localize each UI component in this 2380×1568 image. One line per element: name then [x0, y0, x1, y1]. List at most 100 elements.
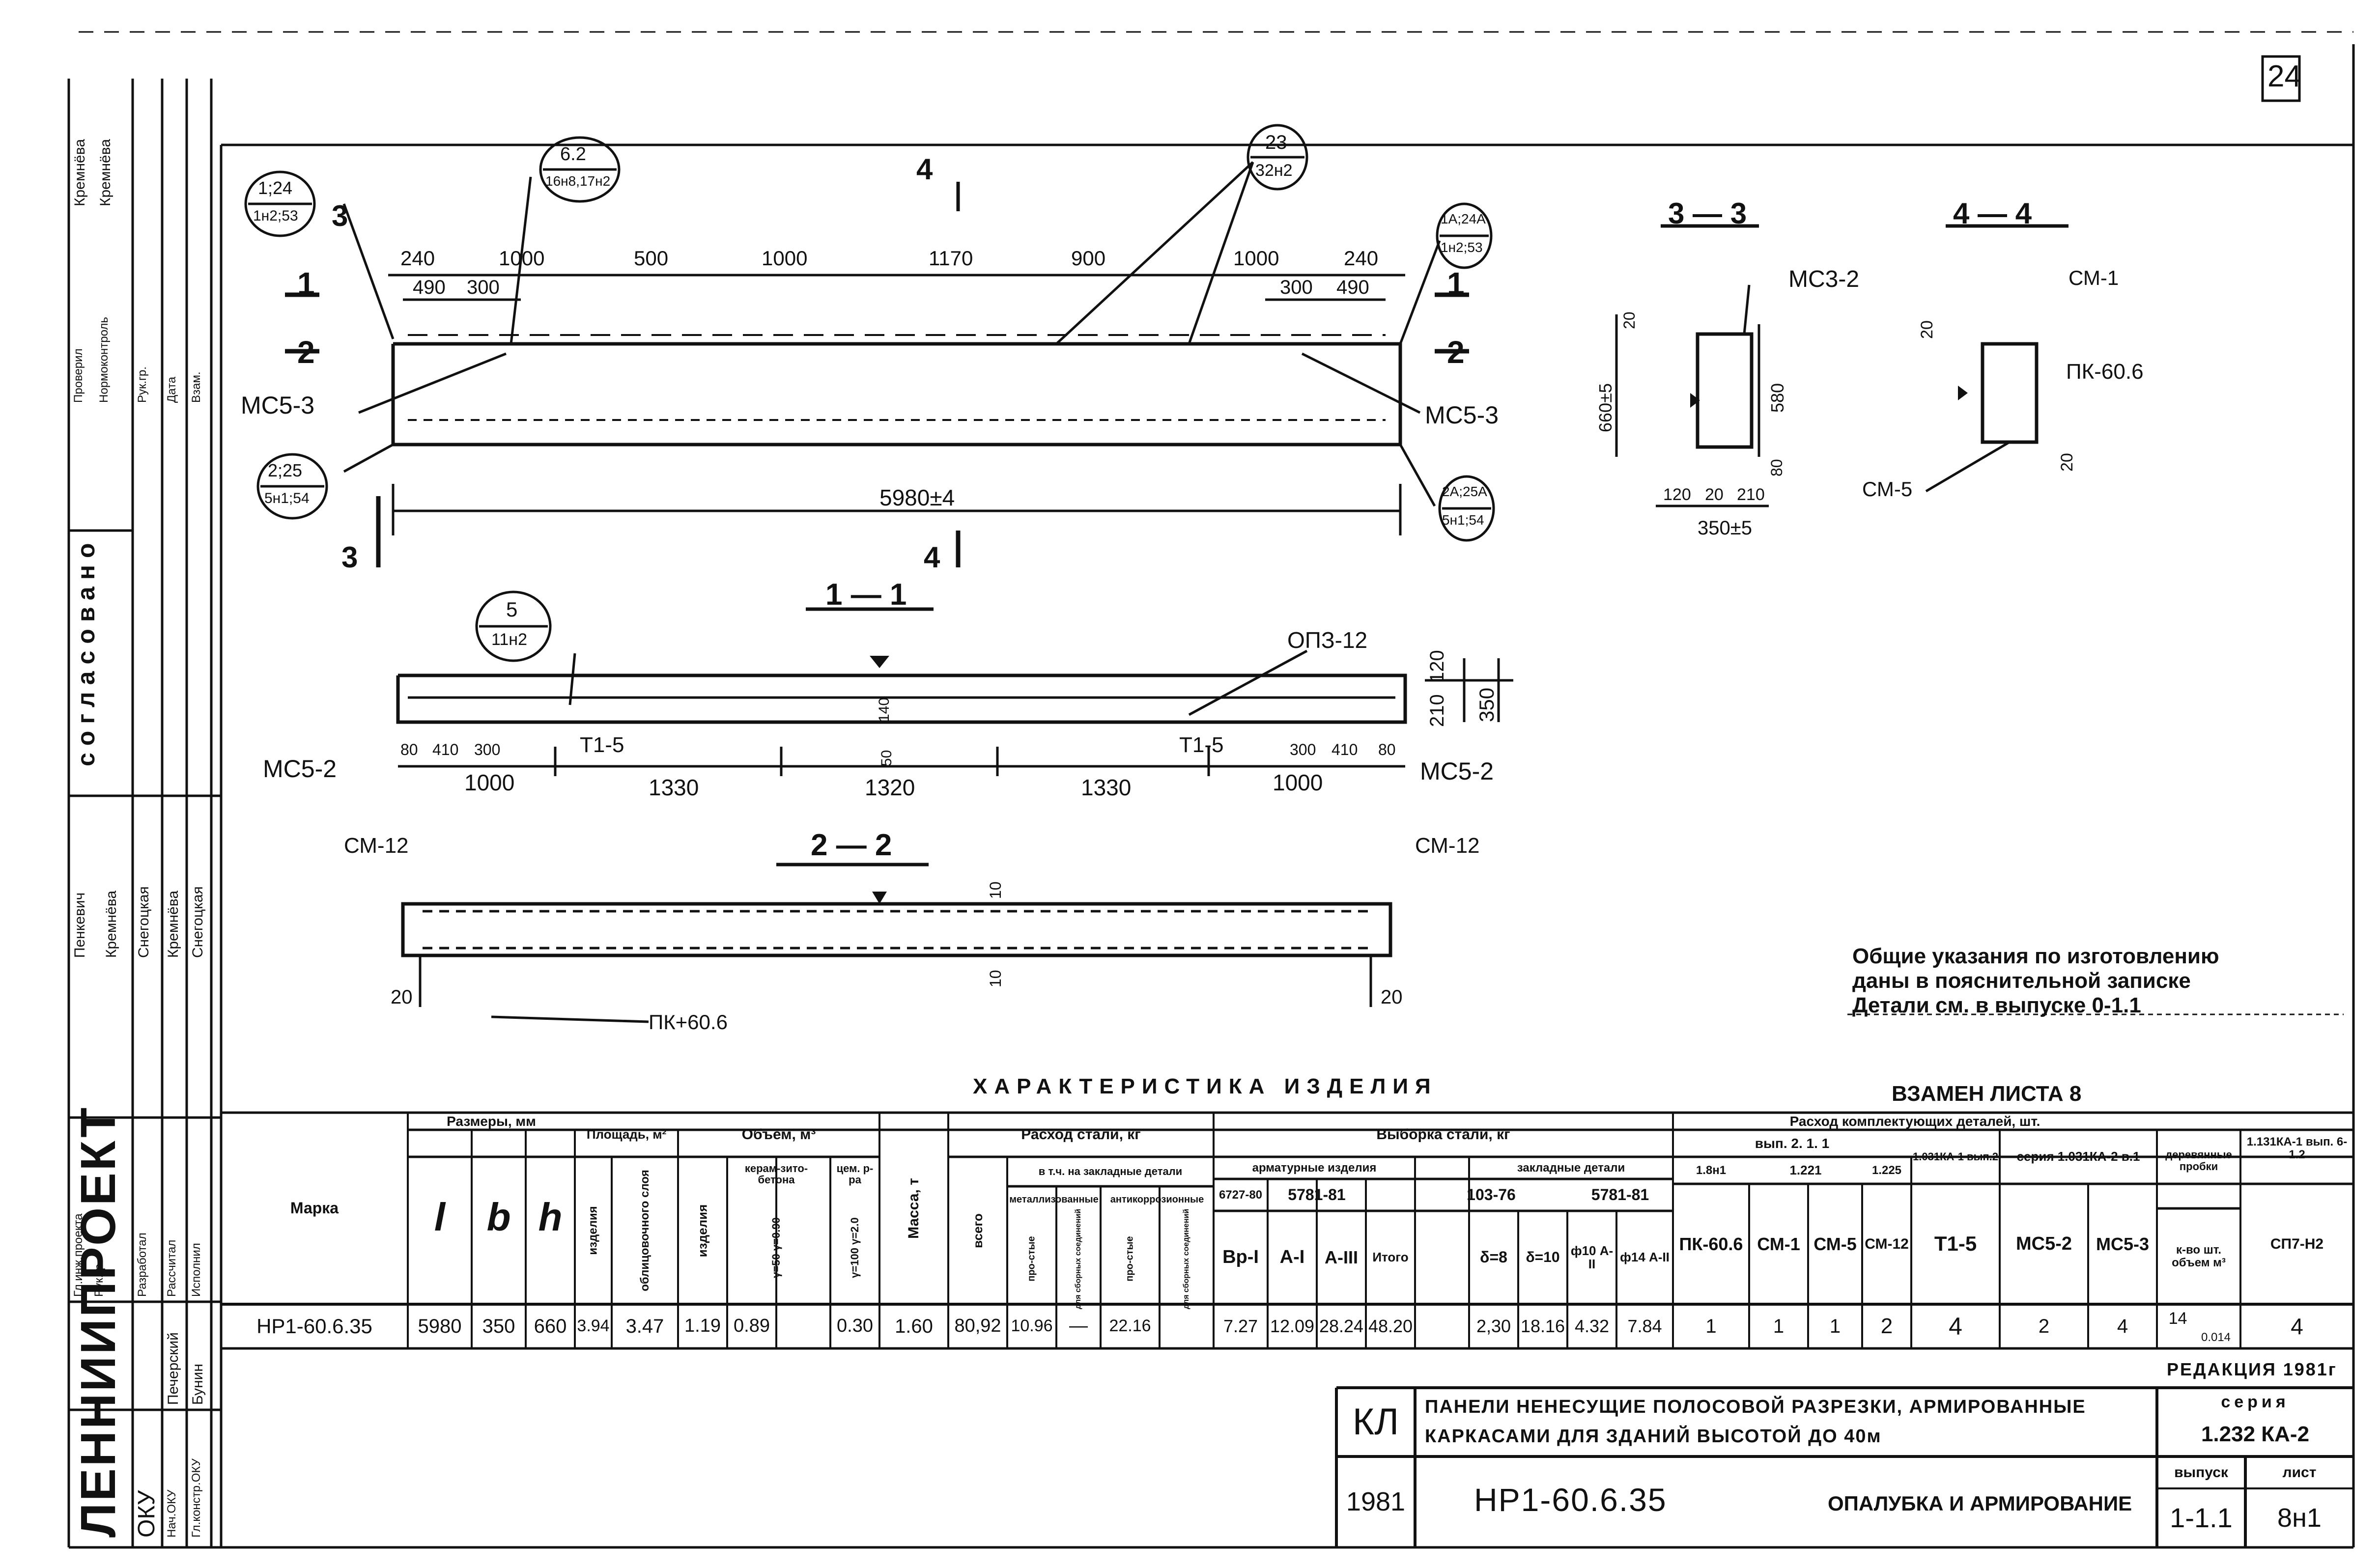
stamp-year: 1981 — [1346, 1487, 1406, 1517]
callout-b-bottom: 16н8,17н2 — [545, 173, 611, 189]
stamp-seria: 1.232 КА-2 — [2201, 1422, 2310, 1446]
s22-dim-3: 10 — [987, 970, 1004, 987]
th-sizes: Размеры, мм — [447, 1113, 536, 1129]
sidebar-top-name-0: Кремнёва — [72, 139, 88, 206]
s22-dim-2: 10 — [987, 881, 1004, 899]
elev-mark-mc5-3-right: МС5-3 — [1425, 401, 1499, 429]
td-pk606: 1 — [1705, 1316, 1717, 1337]
callout-a-bottom: 1н2;53 — [253, 208, 298, 224]
cut-4-top: 4 — [916, 153, 933, 186]
td-kvo: 14 — [2168, 1309, 2187, 1328]
sidebar-role-1: Рук.гр. — [92, 1260, 106, 1297]
td-area-item: 3.94 — [577, 1316, 610, 1336]
sidebar-top-role-2: Рук.гр. — [136, 366, 149, 403]
note-line-2: даны в пояснительной записке — [1852, 969, 2191, 993]
th-steel-prost-2: про-стые — [1124, 1236, 1135, 1282]
th-vol-keram: керам-зито-бетона — [744, 1162, 808, 1186]
th-a3: А-III — [1325, 1247, 1358, 1268]
s44-pk: ПК-60.6 — [2066, 360, 2144, 384]
stamp-code: НР1-60.6.35 — [1474, 1482, 1667, 1518]
sidebar-role-5: Нач.ОКУ — [165, 1489, 178, 1538]
callout-c-top: 23 — [1265, 132, 1287, 153]
s33-dim-3: 80 — [1768, 459, 1785, 476]
s11-sub-1: 410 — [432, 741, 459, 758]
th-steel-forsb: для сборных соединений — [1074, 1208, 1083, 1309]
td-t15: 4 — [1949, 1312, 1962, 1340]
td-sp12: 4 — [2291, 1313, 2303, 1339]
sidebar-name-1: Кремнёва — [103, 890, 119, 958]
td-mass: 1.60 — [895, 1316, 933, 1337]
td-b: 350 — [482, 1316, 515, 1337]
s11-dim-b2: 1320 — [865, 775, 915, 800]
th-s113: 1.131КА-1 вып. 6-1.2 — [2246, 1135, 2348, 1161]
th-area-face: облицовочного слоя — [638, 1170, 652, 1291]
td-vol-item: 1.19 — [684, 1316, 721, 1337]
s11-dim-r1: 210 — [1426, 694, 1448, 727]
th-kvo: к-во шт. объем м³ — [2172, 1243, 2226, 1269]
td-mc52: 2 — [2038, 1316, 2050, 1337]
s33-mc3: МС3-2 — [1788, 266, 1860, 292]
th-pk606: ПК-60.6 — [1679, 1233, 1743, 1254]
td-kvo-vol: 0.014 — [2201, 1330, 2231, 1344]
sidebar-name-3: Кремнёва — [165, 890, 181, 958]
s33-dim-0: 20 — [1620, 311, 1638, 329]
s11-dim-b4: 1000 — [1273, 770, 1323, 795]
th-steel: Расход стали, кг — [1021, 1126, 1141, 1143]
td-f10: 4.32 — [1574, 1316, 1610, 1337]
th-vol-item: изделия — [695, 1204, 710, 1257]
s22-dim-0: 20 — [391, 986, 413, 1008]
cut-4-bottom: 4 — [924, 541, 940, 574]
th-steel-total: всего — [970, 1213, 985, 1248]
callout-g-bottom: 11н2 — [491, 630, 527, 649]
td-l: 5980 — [418, 1316, 462, 1337]
td-cm12: 2 — [1880, 1314, 1893, 1338]
section-4-4-title: 4 — 4 — [1953, 197, 2032, 230]
elev-dim-5: 900 — [1071, 247, 1106, 270]
callout-e-bottom: 5н1;54 — [264, 490, 310, 506]
s11-dim-r0: 120 — [1426, 650, 1448, 683]
th-volume: Объем, м³ — [741, 1126, 816, 1143]
sidebar-role-6: Гл.констр.ОКУ — [190, 1458, 203, 1538]
th-seria: серия 1.031КА-2 в.1 — [2016, 1149, 2140, 1164]
th-steel-rust: антикоррозионные — [1110, 1194, 1204, 1205]
th-sp12: СП7-Н2 — [2270, 1235, 2324, 1252]
th-steel-metal: металлизованные — [1009, 1194, 1099, 1205]
s22-pk: ПК+60.6 — [649, 1010, 728, 1034]
stamp-vyp: 1-1.1 — [2170, 1502, 2233, 1533]
th-zaklad: закладные детали — [1517, 1161, 1625, 1175]
th-steel-prost: про-стые — [1026, 1236, 1037, 1282]
td-forsb: — — [1069, 1316, 1088, 1337]
td-cm1: 1 — [1773, 1316, 1785, 1337]
th-vr1: Вр-I — [1222, 1247, 1259, 1268]
s11-sub-3: 300 — [1290, 741, 1316, 758]
section-3-3-title: 3 — 3 — [1668, 197, 1747, 230]
td-prost: 10.96 — [1011, 1316, 1053, 1336]
td-f14: 7.84 — [1627, 1316, 1662, 1337]
table-title: ХАРАКТЕРИСТИКА ИЗДЕЛИЯ — [973, 1074, 1438, 1098]
s11-sub-2: 300 — [474, 741, 501, 758]
th-a8n1: 1.8н1 — [1696, 1163, 1727, 1177]
th-komplekt: Расход комплектующих деталей, шт. — [1789, 1113, 2040, 1129]
th-cm12: СМ-12 — [1865, 1235, 1909, 1252]
td-d8: 2,30 — [1476, 1316, 1511, 1337]
s33-dim-5: 20 — [1705, 485, 1724, 504]
elev-mark-mc5-3-left: МС5-3 — [241, 392, 315, 419]
sidebar-role-2: Разработал — [136, 1232, 149, 1297]
stamp-title: ОПАЛУБКА И АРМИРОВАНИЕ — [1828, 1492, 2132, 1515]
th-vol-keram-sub: γ=50 γ=0.90 — [769, 1217, 782, 1278]
th-vol-cem: цем. р-ра — [836, 1162, 874, 1186]
th-a225: 1.225 — [1871, 1163, 1902, 1177]
s11-sub-0: 80 — [400, 741, 418, 758]
th-steel-incl: в т.ч. на закладные детали — [1038, 1165, 1183, 1178]
td-cm5: 1 — [1829, 1316, 1841, 1337]
th-a1: А-I — [1279, 1247, 1305, 1268]
sidebar-agreed: согласовано — [72, 536, 100, 766]
th-steel-forsb-2: для сборных соединений — [1182, 1208, 1191, 1309]
th-mc53: МС5-3 — [2096, 1233, 2150, 1254]
stamp-kl: КЛ — [1352, 1401, 1399, 1443]
cut-1-right: 1 — [1447, 266, 1465, 301]
th-itogo: Итого — [1372, 1250, 1409, 1265]
th-gost4: 5781-81 — [1591, 1185, 1649, 1204]
td-area-face: 3.47 — [625, 1316, 664, 1337]
th-armat: арматурные изделия — [1252, 1161, 1377, 1175]
